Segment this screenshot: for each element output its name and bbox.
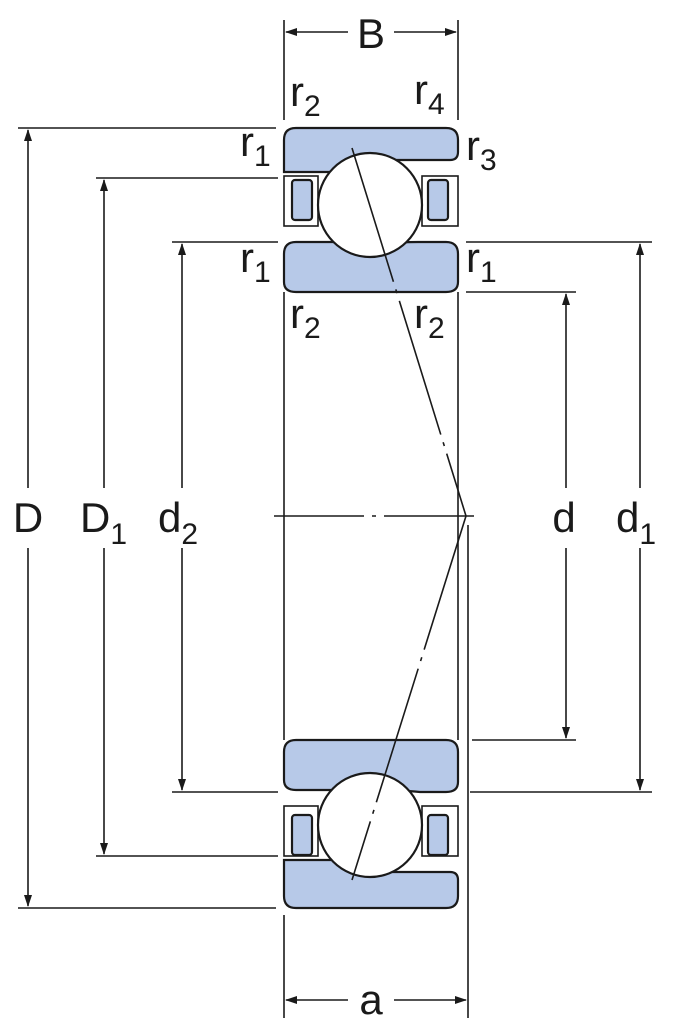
label-r2-bottom-left: r2 bbox=[290, 290, 321, 345]
cage-right-bottom bbox=[426, 813, 450, 857]
dimension-arrows bbox=[24, 28, 644, 1004]
dimension-labels: B a D D1 d2 d d1 r2 r4 r1 r3 r1 r1 r2 r2 bbox=[13, 10, 656, 1023]
label-d: d bbox=[552, 494, 575, 541]
label-r1-inner-right: r1 bbox=[466, 234, 497, 289]
label-B: B bbox=[357, 10, 385, 57]
bore-outline bbox=[274, 147, 478, 881]
label-d2: d2 bbox=[158, 494, 198, 551]
label-D1: D1 bbox=[80, 494, 127, 551]
label-a: a bbox=[359, 976, 383, 1023]
label-r2-top-left: r2 bbox=[290, 68, 321, 123]
label-r1-outer: r1 bbox=[240, 118, 271, 173]
label-r2-bottom-right: r2 bbox=[414, 290, 445, 345]
cage-left-top bbox=[290, 178, 314, 222]
bearing-bottom-section bbox=[282, 738, 460, 910]
contact-line-bottom bbox=[351, 515, 467, 881]
cage-right-top bbox=[426, 178, 450, 222]
extension-lines bbox=[18, 20, 652, 1018]
label-D: D bbox=[13, 494, 43, 541]
cage-left-bottom bbox=[290, 813, 314, 857]
outer-ring-top bbox=[282, 126, 460, 174]
label-r4: r4 bbox=[414, 66, 445, 121]
label-r3: r3 bbox=[466, 122, 497, 177]
label-r1-inner-left: r1 bbox=[240, 234, 271, 289]
contact-line-top bbox=[351, 147, 467, 517]
label-d1: d1 bbox=[616, 494, 656, 551]
